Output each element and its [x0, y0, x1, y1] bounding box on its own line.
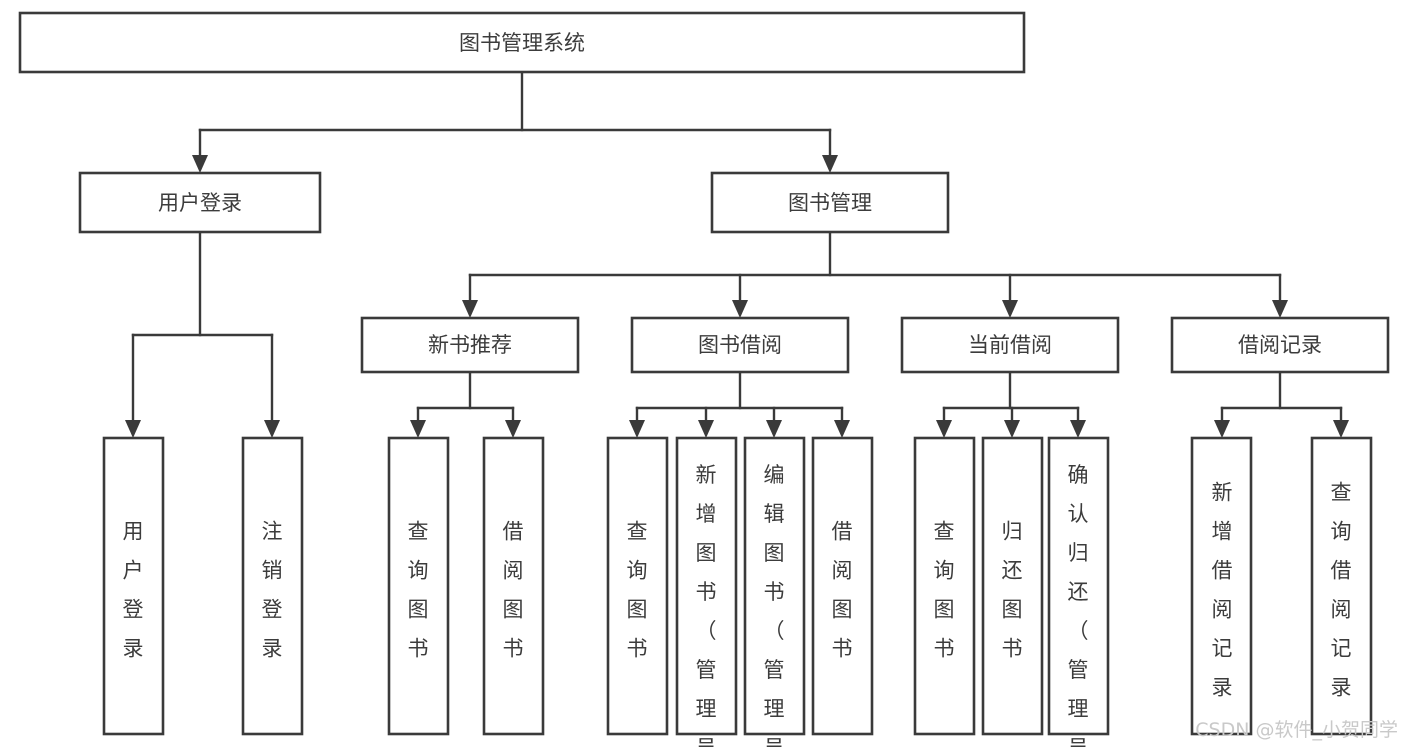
- leaf-label: 查询借阅记录: [1331, 480, 1352, 699]
- arrow-borrow-leaf-2: [766, 420, 782, 438]
- leaf-borrow-record-0[interactable]: 新增借阅记录: [1190, 436, 1253, 736]
- new-book-recommend-box[interactable]: [360, 316, 580, 374]
- arrow-book-mgmt-to-record: [1272, 300, 1288, 318]
- arrow-borrow-leaf-1: [698, 420, 714, 438]
- leaf-box[interactable]: [1310, 436, 1373, 736]
- leaf-box[interactable]: [913, 436, 976, 736]
- arrow-book-mgmt-to-borrow: [732, 300, 748, 318]
- book-borrow-label: 图书借阅: [698, 333, 782, 357]
- leaf-book-borrow-3[interactable]: 借阅图书: [811, 436, 874, 736]
- leaf-book-borrow-0[interactable]: 查询图书: [606, 436, 669, 736]
- leaf-label: 用户登录: [123, 519, 144, 660]
- node-new-book-recommend[interactable]: 新书推荐: [360, 316, 580, 374]
- leaf-book-borrow-2[interactable]: 编辑图书（管理员）: [743, 436, 806, 747]
- leaf-label: 编辑图书（管理员）: [764, 463, 785, 747]
- arrow-root-to-book-mgmt: [822, 155, 838, 173]
- node-current-borrow[interactable]: 当前借阅: [900, 316, 1120, 374]
- root-label: 图书管理系统: [459, 31, 585, 55]
- arrow-current-leaf-2: [1070, 420, 1086, 438]
- node-book-borrow[interactable]: 图书借阅: [630, 316, 850, 374]
- user-login-box[interactable]: [78, 171, 322, 234]
- leaf-label: 新增图书（管理员）: [696, 463, 717, 747]
- leaf-label: 归还图书: [1002, 519, 1023, 660]
- leaf-label: 借阅图书: [832, 519, 853, 660]
- node-user-login[interactable]: 用户登录: [78, 171, 322, 234]
- leaf-box[interactable]: [675, 436, 738, 736]
- node-borrow-record[interactable]: 借阅记录: [1170, 316, 1390, 374]
- borrow-record-label: 借阅记录: [1238, 333, 1322, 357]
- leaf-current-borrow-0[interactable]: 查询图书: [913, 436, 976, 736]
- leaf-book-borrow-1[interactable]: 新增图书（管理员）: [675, 436, 738, 747]
- leaf-box[interactable]: [1047, 436, 1110, 736]
- leaf-box[interactable]: [482, 436, 545, 736]
- current-borrow-label: 当前借阅: [968, 333, 1052, 357]
- leaf-box[interactable]: [981, 436, 1044, 736]
- leaf-box[interactable]: [1190, 436, 1253, 736]
- node-book-management[interactable]: 图书管理: [710, 171, 950, 234]
- leaf-box[interactable]: [811, 436, 874, 736]
- arrow-root-to-user-login: [192, 155, 208, 173]
- book-management-label: 图书管理: [788, 191, 872, 215]
- leaf-label: 借阅图书: [503, 519, 524, 660]
- leaf-label: 新增借阅记录: [1212, 480, 1233, 699]
- leaf-label: 查询图书: [627, 519, 648, 660]
- arrow-borrow-leaf-3: [834, 420, 850, 438]
- arrow-user-login-leaf-0: [125, 420, 141, 438]
- leaf-borrow-record-1[interactable]: 查询借阅记录: [1310, 436, 1373, 736]
- current-borrow-box[interactable]: [900, 316, 1120, 374]
- leaf-user-login-1[interactable]: 注销登录: [241, 436, 304, 736]
- leaf-label: 查询图书: [408, 519, 429, 660]
- leaf-box[interactable]: [241, 436, 304, 736]
- book-management-box[interactable]: [710, 171, 950, 234]
- borrow-record-box[interactable]: [1170, 316, 1390, 374]
- leaf-label: 注销登录: [262, 519, 283, 660]
- arrow-record-leaf-1: [1333, 420, 1349, 438]
- arrow-book-mgmt-to-new-book: [462, 300, 478, 318]
- arrow-borrow-leaf-0: [629, 420, 645, 438]
- arrow-book-mgmt-to-current: [1002, 300, 1018, 318]
- new-book-recommend-label: 新书推荐: [428, 333, 512, 357]
- leaf-new-book-recommend-1[interactable]: 借阅图书: [482, 436, 545, 736]
- leaf-current-borrow-2[interactable]: 确认归还（管理员）: [1047, 436, 1110, 747]
- root-box[interactable]: [18, 11, 1026, 74]
- leaf-new-book-recommend-0[interactable]: 查询图书: [387, 436, 450, 736]
- leaf-label: 查询图书: [934, 519, 955, 660]
- arrow-new-book-leaf-0: [410, 420, 426, 438]
- leaf-label: 确认归还（管理员）: [1068, 463, 1089, 747]
- node-root-book-management-system[interactable]: 图书管理系统: [18, 11, 1026, 74]
- arrow-current-leaf-0: [936, 420, 952, 438]
- leaf-box[interactable]: [606, 436, 669, 736]
- leaf-box[interactable]: [743, 436, 806, 736]
- book-borrow-box[interactable]: [630, 316, 850, 374]
- user-login-label: 用户登录: [158, 191, 242, 215]
- connector-layer: [125, 70, 1349, 438]
- leaf-box[interactable]: [387, 436, 450, 736]
- leaf-current-borrow-1[interactable]: 归还图书: [981, 436, 1044, 736]
- arrow-current-leaf-1: [1004, 420, 1020, 438]
- arrow-new-book-leaf-1: [505, 420, 521, 438]
- arrow-user-login-leaf-1: [264, 420, 280, 438]
- leaf-box[interactable]: [102, 436, 165, 736]
- leaf-user-login-0[interactable]: 用户登录: [102, 436, 165, 736]
- arrow-record-leaf-0: [1214, 420, 1230, 438]
- csdn-watermark: CSDN @软件_小贺同学: [1195, 719, 1398, 741]
